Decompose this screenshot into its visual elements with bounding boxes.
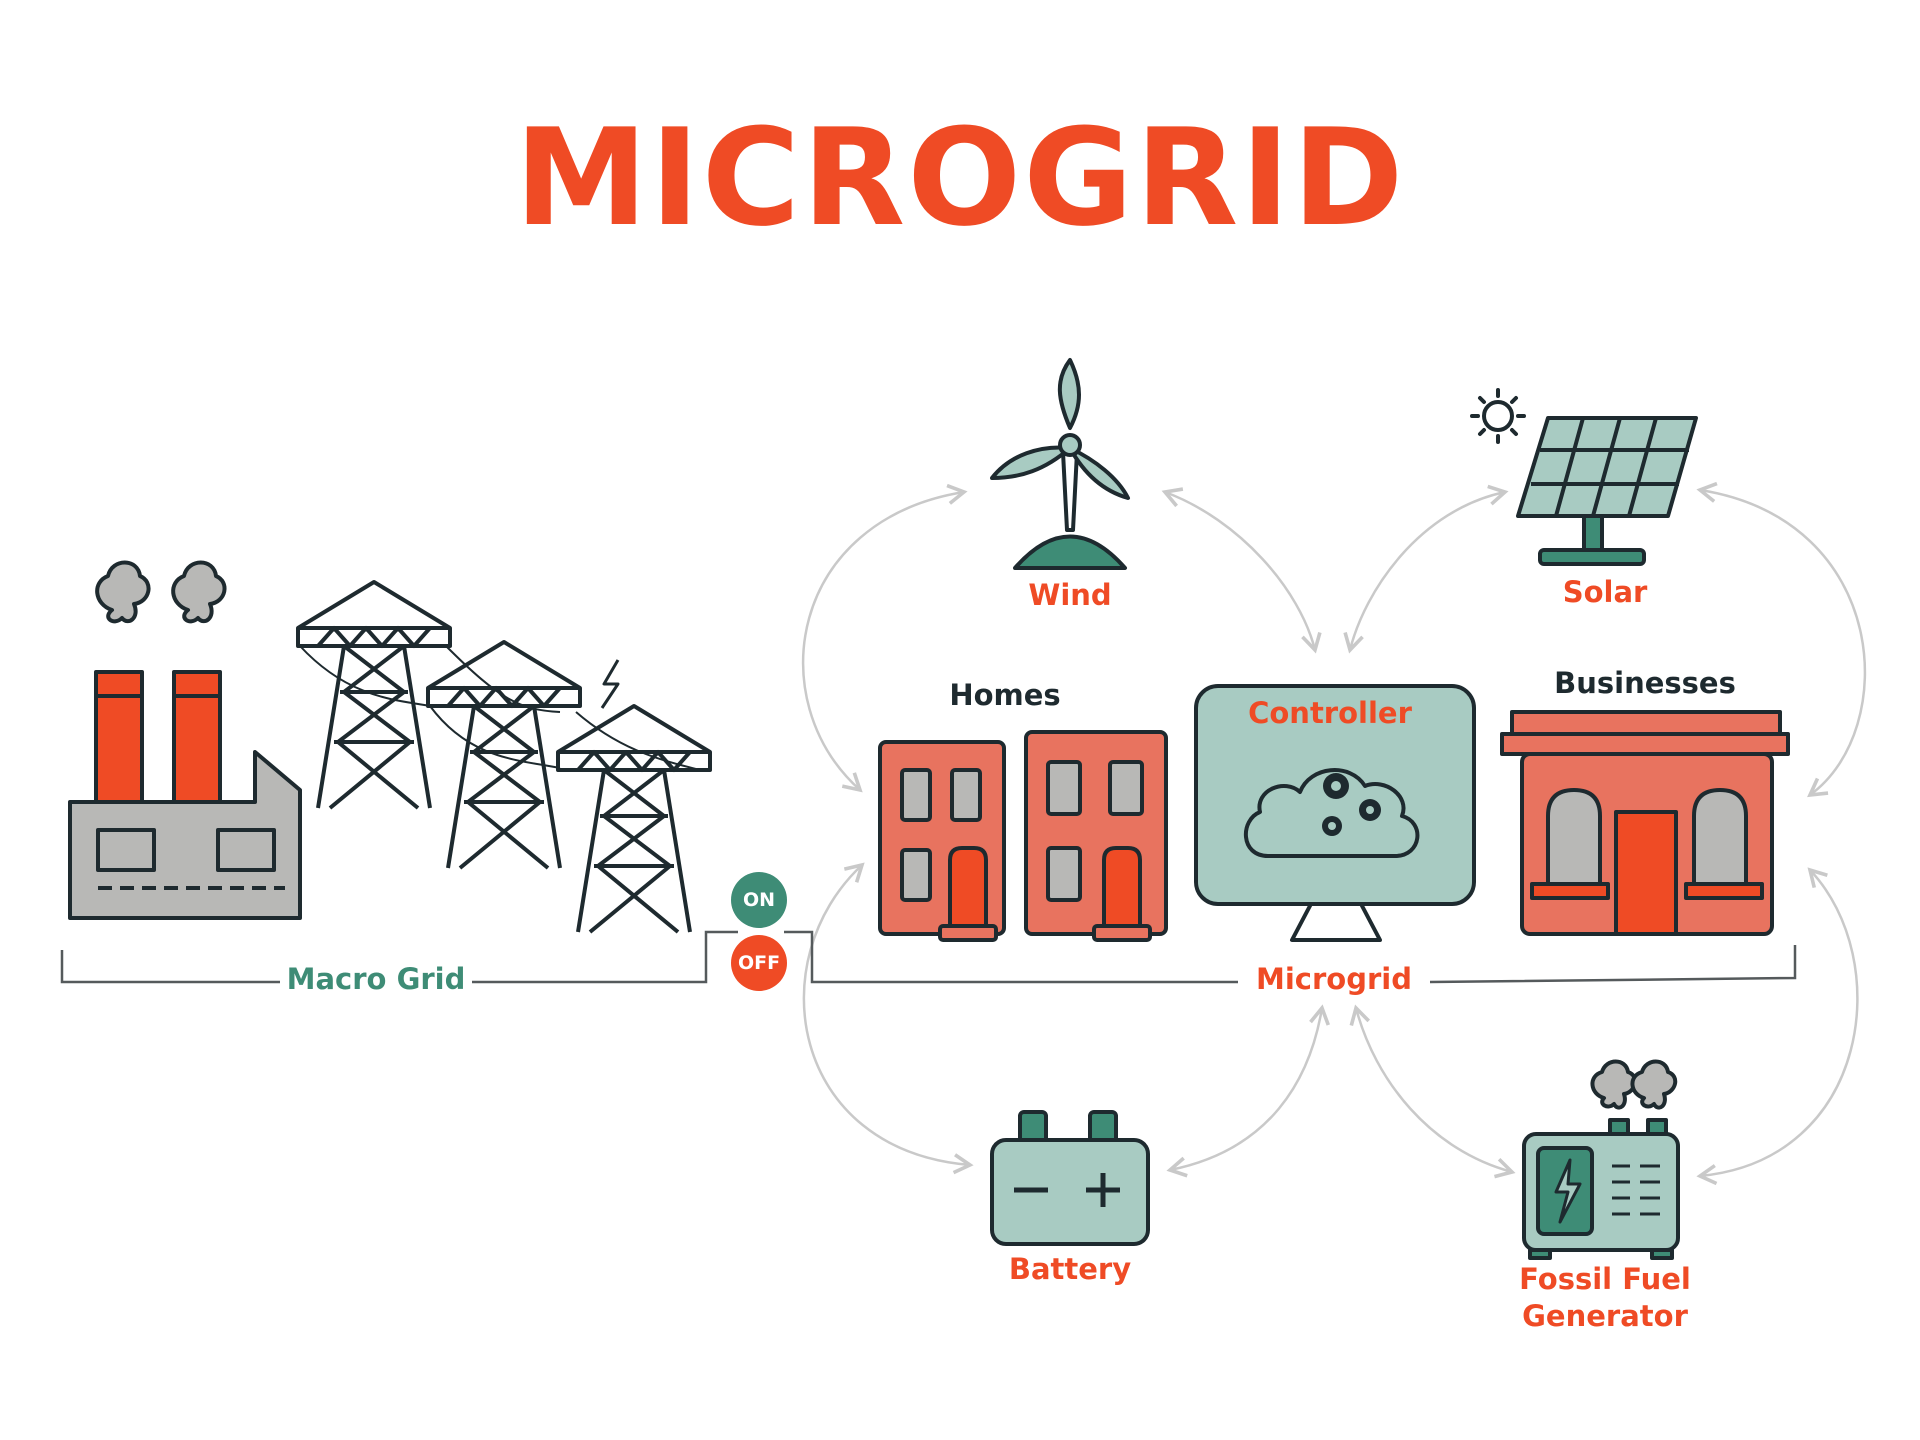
macro-grid-label: Macro Grid bbox=[286, 962, 466, 996]
transmission-tower-icon bbox=[296, 580, 452, 810]
flow-arrows bbox=[801, 481, 1867, 1186]
battery-icon bbox=[990, 1110, 1150, 1246]
homes-label: Homes bbox=[949, 678, 1061, 712]
switch-off-badge: OFF bbox=[731, 935, 787, 991]
arrow-microgrid-generator bbox=[1349, 1004, 1516, 1179]
switch-on-badge: ON bbox=[731, 872, 787, 928]
factory-icon bbox=[68, 560, 302, 920]
transmission-tower-icon bbox=[556, 704, 712, 934]
controller-monitor-icon bbox=[1194, 684, 1476, 942]
businesses-label: Businesses bbox=[1554, 666, 1736, 700]
storefront-icon bbox=[1500, 710, 1790, 936]
wind-turbine-icon bbox=[990, 358, 1130, 570]
homes-group bbox=[878, 730, 1168, 942]
arrow-solar-businesses bbox=[1696, 481, 1867, 798]
arrow-wind-controller bbox=[1161, 487, 1322, 654]
arrow-wind-homes bbox=[801, 483, 968, 793]
generator-label-line1: Fossil Fuel bbox=[1519, 1262, 1691, 1296]
sun-icon bbox=[1470, 388, 1526, 444]
microgrid-label: Microgrid bbox=[1256, 962, 1412, 996]
solar-panel-icon bbox=[1516, 416, 1698, 566]
arrow-solar-controller bbox=[1343, 484, 1509, 654]
arrow-businesses-generator bbox=[1696, 867, 1859, 1186]
solar-label: Solar bbox=[1562, 575, 1648, 609]
macro-grid-bracket bbox=[60, 930, 738, 984]
house-icon bbox=[1024, 730, 1168, 942]
power-lines bbox=[299, 645, 701, 771]
lightning-icon bbox=[600, 659, 620, 709]
battery-label: Battery bbox=[1008, 1252, 1132, 1286]
generator-label-line2: Generator bbox=[1522, 1299, 1688, 1333]
microgrid-bracket bbox=[784, 930, 1797, 984]
controller-label: Controller bbox=[1248, 696, 1412, 730]
bracket-lines bbox=[60, 930, 1797, 984]
arrow-battery-microgrid bbox=[1166, 1004, 1330, 1178]
transmission-towers bbox=[296, 580, 712, 934]
generator-icon bbox=[1522, 1059, 1680, 1260]
page-title: MICROGRID bbox=[514, 100, 1406, 256]
wind-label: Wind bbox=[1028, 578, 1112, 612]
arrow-homes-battery bbox=[802, 862, 974, 1175]
house-icon bbox=[878, 740, 1006, 942]
